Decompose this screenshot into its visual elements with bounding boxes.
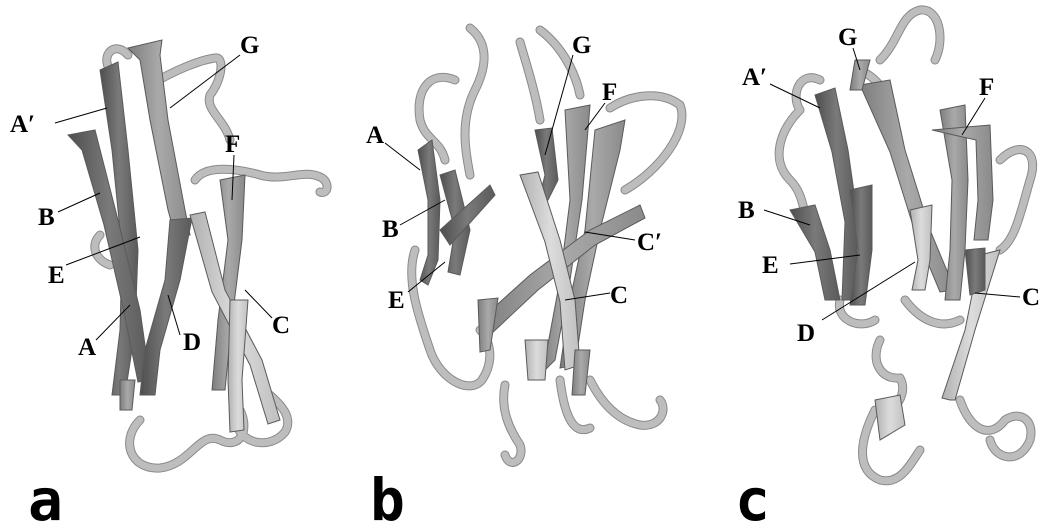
- panel-c-strand-label: E: [762, 252, 779, 279]
- panel-c: G A′ F B E D C c: [735, 10, 1040, 527]
- panel-c-strand-label: C: [1022, 284, 1040, 311]
- panel-c-strand-label: B: [738, 197, 755, 224]
- panel-b-strand-label: E: [388, 287, 405, 314]
- panel-c-strand-label: F: [979, 74, 994, 101]
- panel-a-strand-label: G: [240, 32, 259, 59]
- panel-c-label: c: [735, 466, 770, 527]
- panel-b-strand-label: C: [610, 282, 628, 309]
- panel-b-strand-label: C′: [637, 229, 662, 256]
- panel-b-label: b: [370, 466, 405, 527]
- panel-a: A′ G F B E A D C a: [10, 32, 327, 527]
- panel-a-strand-label: A: [78, 334, 96, 361]
- panel-c-ribbon: [779, 10, 1033, 481]
- panel-a-strand-label: D: [183, 329, 201, 356]
- panel-a-strand-label: C: [272, 312, 290, 339]
- panel-b-strand-label: G: [572, 32, 591, 59]
- panel-a-ribbon: [68, 40, 327, 468]
- panel-a-strand-label: E: [48, 262, 65, 289]
- panel-a-strand-label: F: [225, 131, 240, 158]
- panel-a-label: a: [28, 466, 63, 527]
- panel-b-strand-label: F: [602, 79, 617, 106]
- panel-c-strand-label: D: [797, 320, 815, 347]
- panel-a-strand-label: A′: [10, 111, 35, 138]
- panel-c-strand-label: A′: [742, 64, 767, 91]
- panel-b: G F A B C′ E C b: [366, 28, 682, 527]
- panel-a-strand-label: B: [38, 204, 55, 231]
- panel-c-labels: G A′ F B E D C: [738, 24, 1040, 347]
- panel-c-strand-label: G: [838, 24, 857, 51]
- panel-b-strand-label: B: [382, 216, 399, 243]
- panel-b-strand-label: A: [366, 122, 384, 149]
